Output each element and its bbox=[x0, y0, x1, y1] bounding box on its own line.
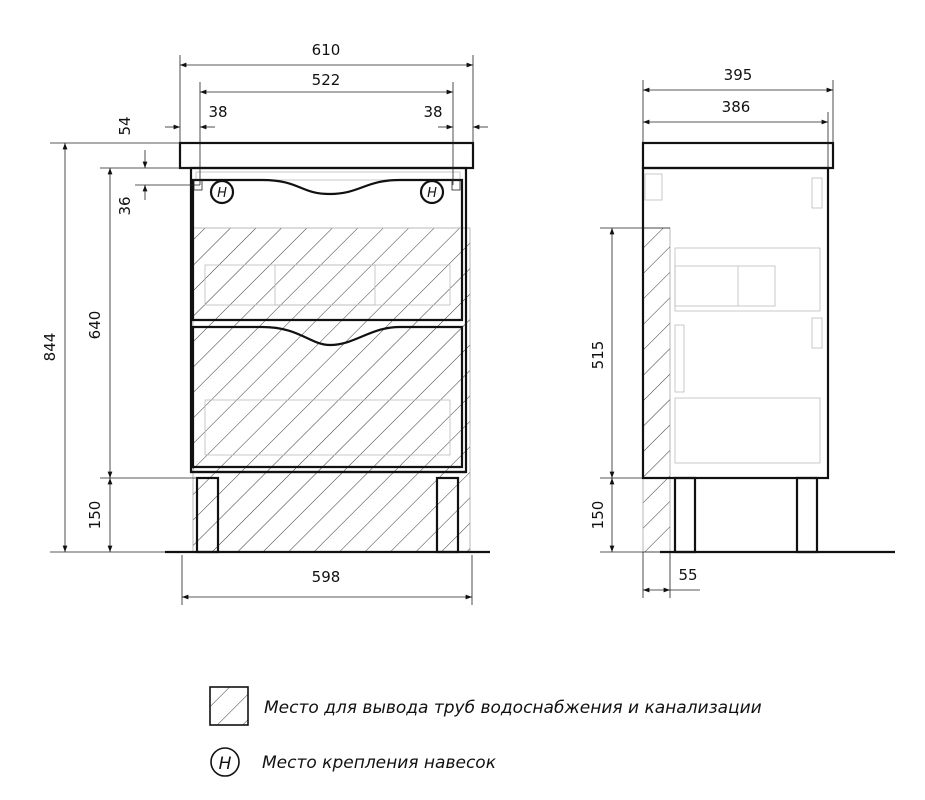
bottom-drawer bbox=[191, 325, 464, 469]
side-cabinet-body bbox=[641, 166, 830, 480]
side-pipe-zone-hatch bbox=[642, 227, 671, 553]
svg-text:H: H bbox=[427, 186, 437, 201]
front-countertop bbox=[178, 141, 475, 170]
hinge-mark-left: H bbox=[209, 179, 235, 205]
dim-left-offset: 38 bbox=[208, 103, 227, 121]
dim-total-depth: 395 bbox=[724, 66, 753, 84]
dim-side-leg-height: 150 bbox=[589, 501, 607, 530]
dim-top-thickness: 54 bbox=[116, 116, 134, 135]
dim-body-height: 640 bbox=[86, 311, 104, 340]
dim-hinge-offset: 36 bbox=[116, 196, 134, 215]
side-view: 395 386 515 150 55 bbox=[589, 66, 895, 598]
top-drawer bbox=[191, 178, 464, 322]
dim-right-offset: 38 bbox=[423, 103, 442, 121]
side-leg-back bbox=[795, 476, 819, 554]
side-countertop bbox=[641, 141, 835, 170]
front-pipe-zone-hatch bbox=[192, 227, 471, 553]
hinge-mark-right: H bbox=[419, 179, 445, 205]
dim-total-width: 610 bbox=[312, 41, 341, 59]
dim-pipe-zone-depth: 55 bbox=[678, 566, 697, 584]
dim-inner-width: 522 bbox=[312, 71, 341, 89]
dim-total-height: 844 bbox=[41, 333, 59, 362]
legend-hinge-letter: H bbox=[219, 754, 232, 774]
dim-leg-height: 150 bbox=[86, 501, 104, 530]
dim-pipe-zone-height: 515 bbox=[589, 341, 607, 370]
svg-text:H: H bbox=[217, 186, 227, 201]
legend-hinge-label: Место крепления навесок bbox=[262, 753, 497, 773]
dim-body-depth: 386 bbox=[722, 98, 751, 116]
dim-base-width: 598 bbox=[312, 568, 341, 586]
side-leg-front bbox=[673, 476, 697, 554]
legend: Место для вывода труб водоснабжения и ка… bbox=[209, 686, 762, 777]
legend-hatch-swatch bbox=[209, 686, 249, 726]
legend-hatch-label: Место для вывода труб водоснабжения и ка… bbox=[264, 698, 762, 718]
front-view: H H 610 522 38 38 54 36 8 bbox=[41, 41, 490, 605]
legend-hinge-symbol bbox=[210, 747, 240, 777]
